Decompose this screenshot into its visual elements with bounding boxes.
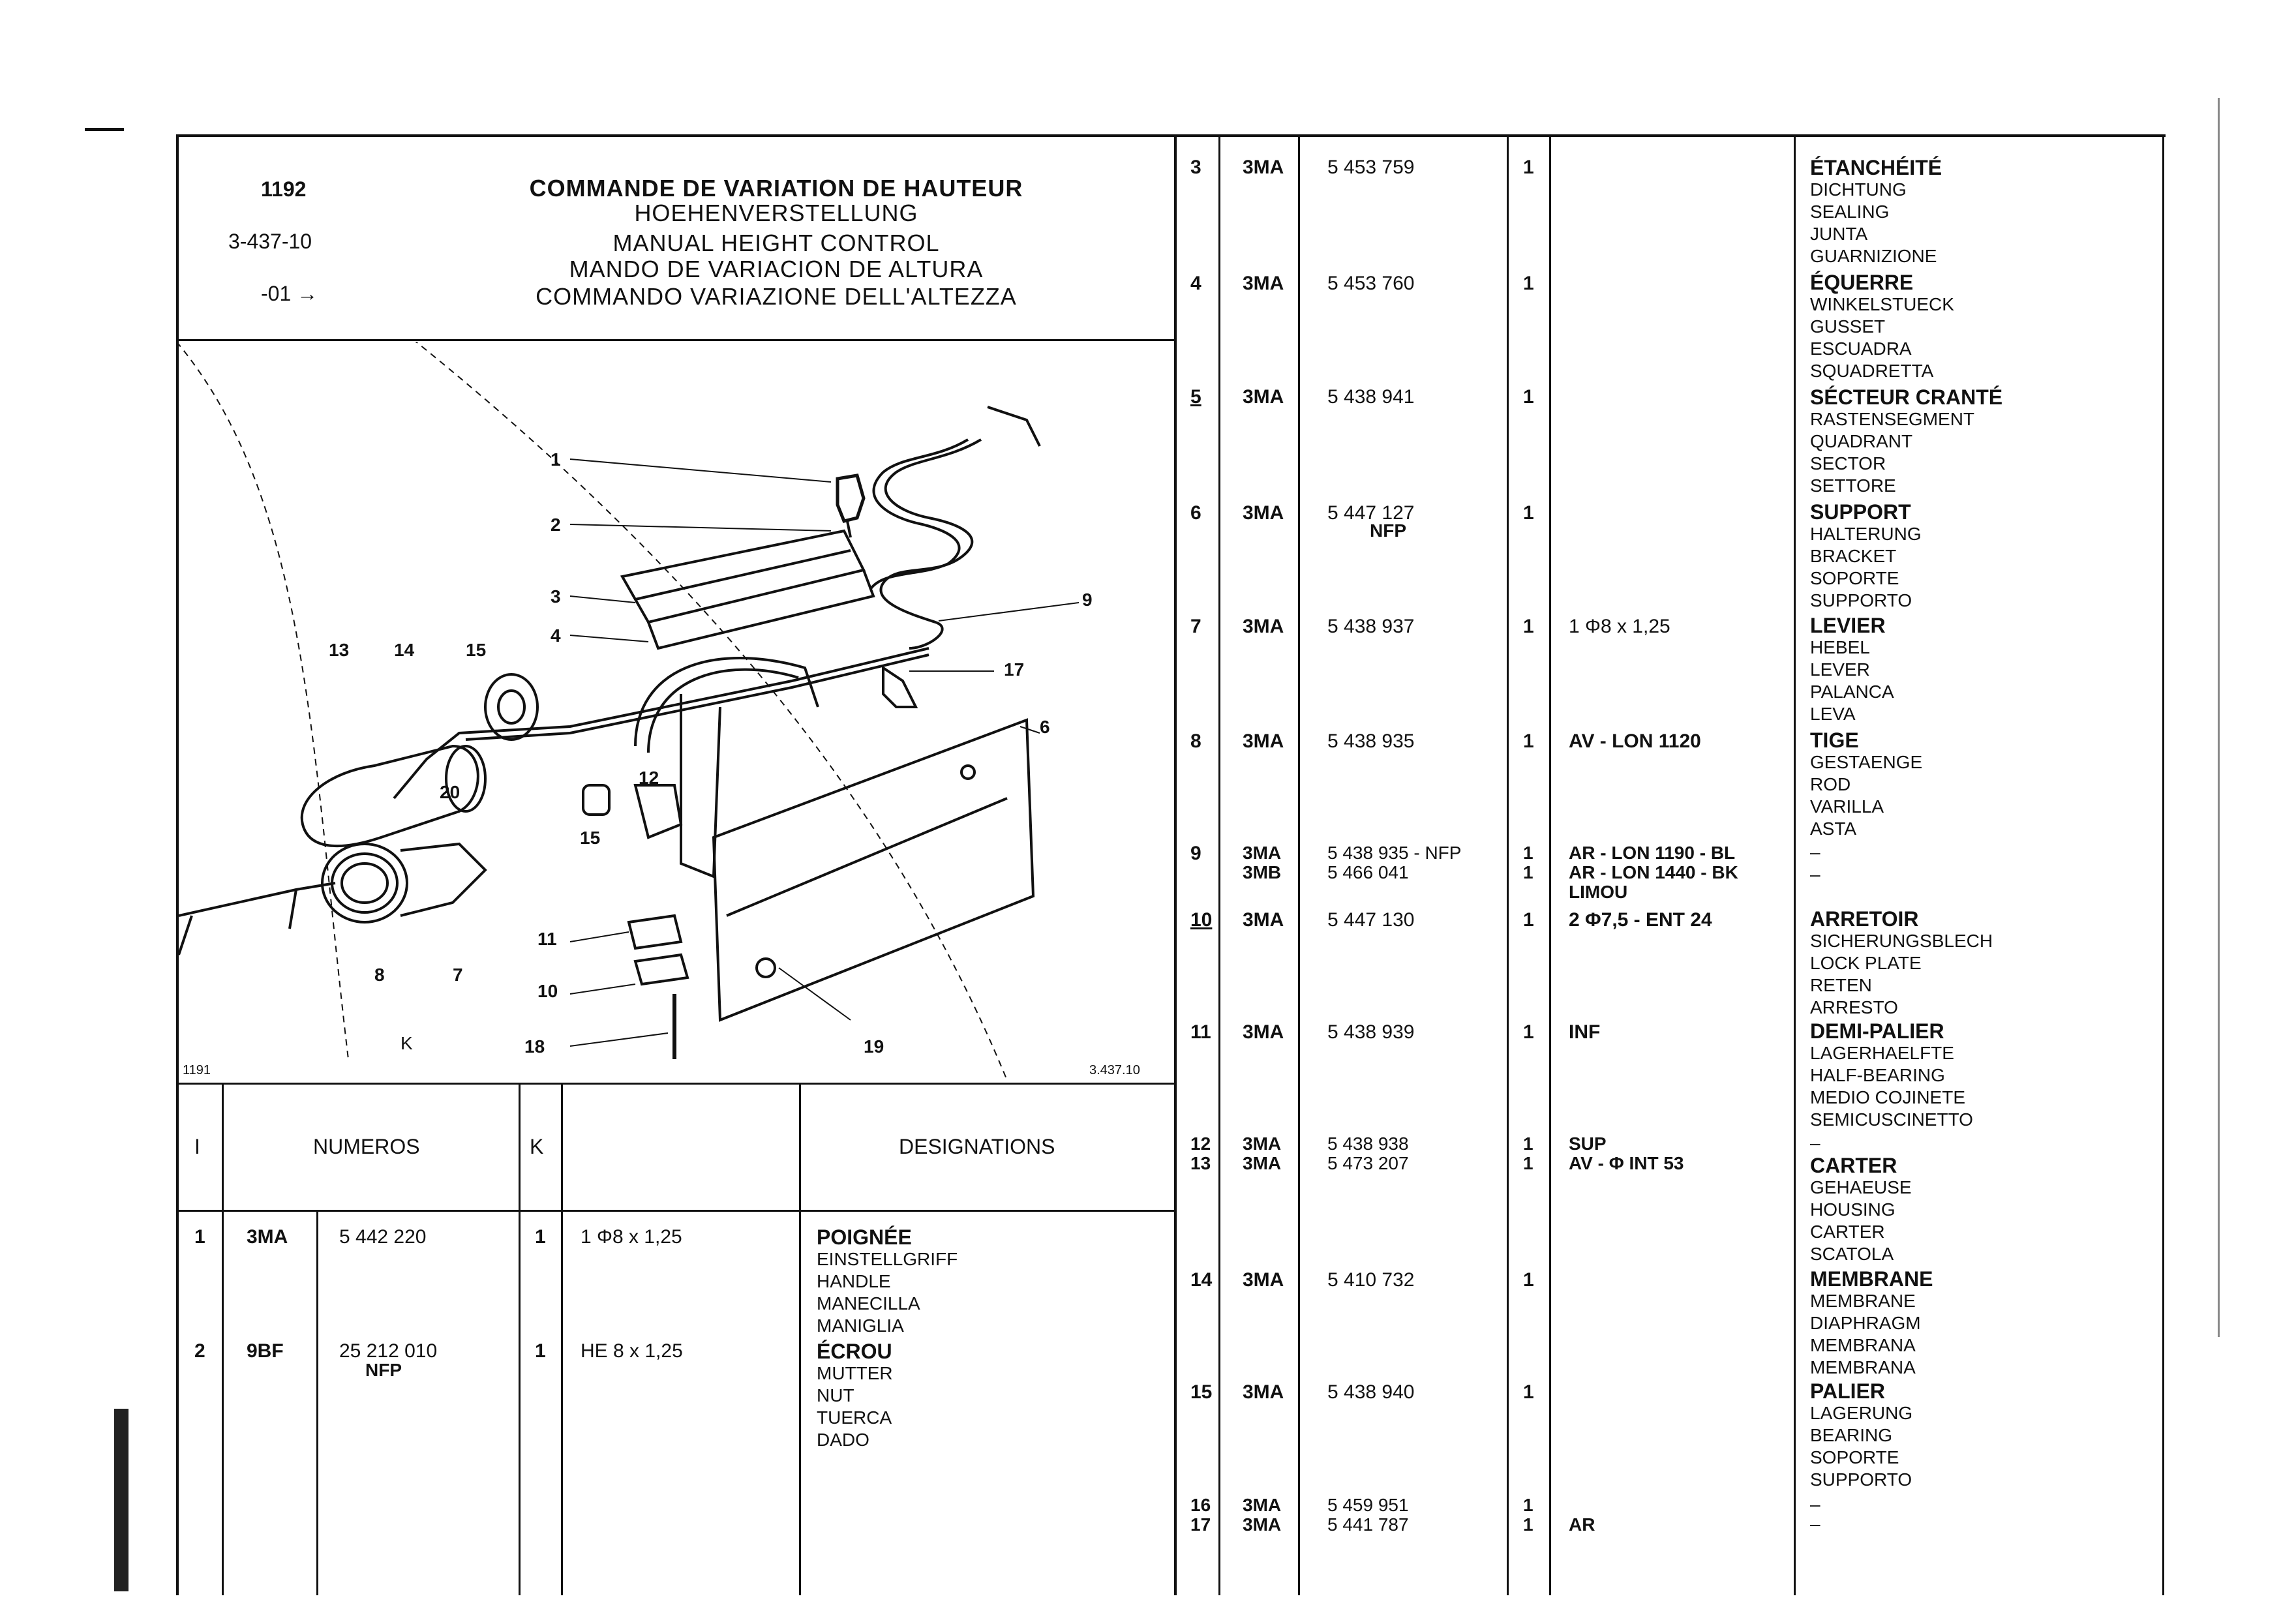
callout-17: 17	[1004, 659, 1024, 680]
callout-12: 12	[639, 768, 659, 788]
callout-2: 2	[551, 515, 561, 535]
scan-binding-mark	[114, 1409, 128, 1591]
col-header-item: I	[194, 1135, 200, 1158]
col-line	[519, 1083, 521, 1595]
callout-3: 3	[551, 586, 561, 607]
col-line	[1507, 134, 1509, 1595]
col-line	[561, 1083, 563, 1595]
callout-15b: 15	[580, 828, 600, 848]
col-line	[222, 1083, 224, 1595]
callout-14: 14	[394, 640, 415, 660]
scan-edge	[2218, 98, 2220, 1337]
callout-1: 1	[551, 449, 561, 470]
col-line	[1298, 134, 1300, 1595]
title-it: COMMANDO VARIAZIONE DELL'ALTEZZA	[536, 283, 1017, 310]
col-header-designations: DESIGNATIONS	[899, 1135, 1055, 1158]
ref-variant: -01 →	[261, 282, 318, 305]
col-header-numbers: NUMEROS	[313, 1135, 420, 1158]
left-frame-edge	[176, 134, 179, 1595]
callout-13: 13	[329, 640, 349, 660]
callout-11: 11	[537, 929, 557, 949]
title-de: HOEHENVERSTELLUNG	[634, 200, 918, 226]
ref-number: 1192	[261, 177, 307, 201]
col-line	[1218, 134, 1220, 1595]
col-line	[316, 1210, 318, 1595]
col-header-k: K	[530, 1135, 544, 1158]
exploded-parts-diagram: 1 2 3 4 6 7 8 9 10 11 12 13 14 15 17 18 …	[179, 342, 1093, 1081]
title-es: MANDO DE VARIACION DE ALTURA	[569, 256, 984, 282]
callout-k: K	[400, 1033, 413, 1053]
top-rule	[176, 134, 2166, 137]
panel-divider	[1174, 134, 1177, 1595]
title-rule	[176, 339, 1174, 341]
title-en: MANUAL HEIGHT CONTROL	[612, 230, 940, 256]
callout-15: 15	[466, 640, 486, 660]
title-fr: COMMANDE DE VARIATION DE HAUTEUR	[529, 175, 1023, 202]
right-frame-edge	[2162, 134, 2164, 1595]
callout-6: 6	[1040, 717, 1050, 737]
callout-18: 18	[524, 1036, 545, 1057]
col-line	[1794, 134, 1796, 1595]
callout-19: 19	[864, 1036, 884, 1057]
table-header-rule	[176, 1210, 1174, 1212]
callout-7: 7	[453, 965, 463, 985]
callout-9: 9	[1082, 590, 1093, 610]
diagram-corner-left: 1191	[183, 1063, 211, 1077]
col-line	[799, 1083, 801, 1595]
callout-20: 20	[440, 782, 460, 802]
callout-8: 8	[374, 965, 385, 985]
col-line	[1549, 134, 1551, 1595]
diagram-corner-right: 3.437.10	[1089, 1063, 1140, 1077]
callout-10: 10	[537, 981, 558, 1001]
callout-4: 4	[551, 625, 561, 646]
ref-code: 3-437-10	[228, 230, 312, 253]
scan-mark	[85, 128, 124, 131]
diagram-bottom-rule	[176, 1083, 1174, 1085]
